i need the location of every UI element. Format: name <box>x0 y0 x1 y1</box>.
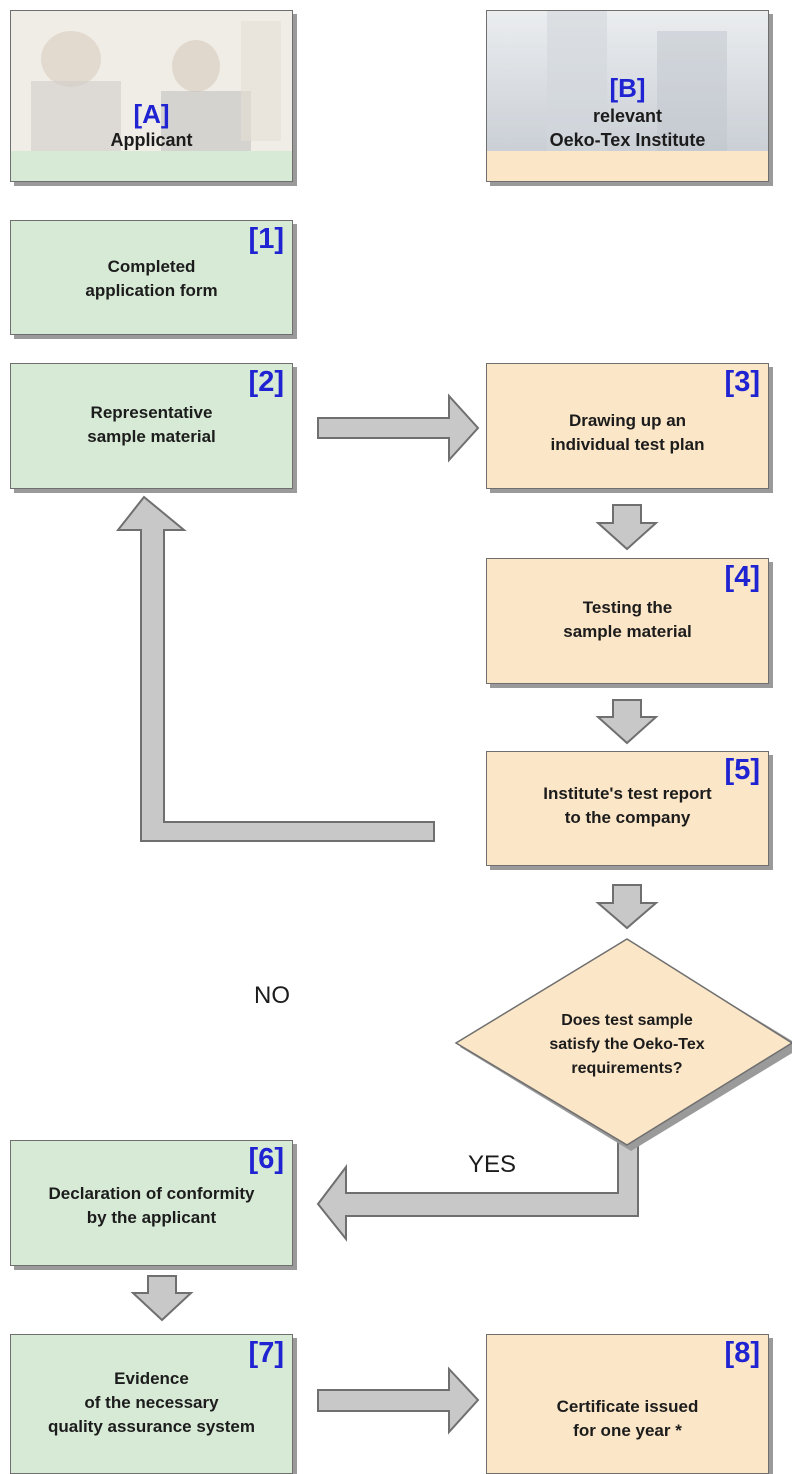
step-2-number: [2] <box>248 366 284 398</box>
step-3-box: [3] Drawing up an individual test plan <box>486 363 769 489</box>
step-5-number: [5] <box>724 754 760 786</box>
step-8-box: [8] Certificate issued for one year * <box>486 1334 769 1474</box>
step-2-line1: Representative <box>90 403 213 422</box>
institute-photo <box>487 11 768 151</box>
step-4-line1: Testing the <box>582 598 673 617</box>
step-4-line2: sample material <box>563 622 692 641</box>
step-8-line1: Certificate issued <box>556 1397 699 1416</box>
step-4-box: [4] Testing the sample material <box>486 558 769 684</box>
arrow-6-to-7 <box>130 1275 194 1322</box>
step-2-line2: sample material <box>87 427 216 446</box>
arrow-7-to-8 <box>317 1366 480 1435</box>
step-2-box: [2] Representative sample material <box>10 363 293 489</box>
arrow-3-to-4 <box>595 504 659 551</box>
step-3-line1: Drawing up an <box>568 411 687 430</box>
step-1-number: [1] <box>248 223 284 255</box>
applicant-header: [A] Applicant <box>10 10 293 182</box>
step-7-line3: quality assurance system <box>48 1417 255 1436</box>
decision-diamond <box>454 938 792 1146</box>
arrow-no-to-2 <box>115 495 435 842</box>
step-1-line2: application form <box>85 281 218 300</box>
institute-label-line2: Oeko-Tex Institute <box>549 130 706 150</box>
no-label: NO <box>254 982 290 1009</box>
decision-line1: Does test sample <box>561 1012 693 1029</box>
step-8-line2: for one year * <box>573 1421 682 1440</box>
applicant-photo <box>11 11 292 151</box>
step-1-box: [1] Completed application form <box>10 220 293 335</box>
institute-letter: [B] <box>609 73 646 103</box>
step-6-box: [6] Declaration of conformity by the app… <box>10 1140 293 1266</box>
step-5-line2: to the company <box>564 808 691 827</box>
step-7-line1: Evidence <box>114 1369 189 1388</box>
step-7-number: [7] <box>248 1337 284 1369</box>
step-3-number: [3] <box>724 366 760 398</box>
step-8-number: [8] <box>724 1337 760 1369</box>
step-5-box: [5] Institute's test report to the compa… <box>486 751 769 866</box>
step-6-line1: Declaration of conformity <box>48 1184 255 1203</box>
step-7-box: [7] Evidence of the necessary quality as… <box>10 1334 293 1474</box>
institute-label-line1: relevant <box>592 106 663 126</box>
applicant-label: Applicant <box>110 130 193 150</box>
applicant-letter: [A] <box>133 99 170 129</box>
step-5-line1: Institute's test report <box>543 784 712 803</box>
step-4-number: [4] <box>724 561 760 593</box>
institute-header: [B] relevant Oeko-Tex Institute <box>486 10 769 182</box>
arrow-5-to-decision <box>595 884 659 930</box>
yes-label: YES <box>468 1151 517 1178</box>
step-1-line1: Completed <box>107 257 196 276</box>
step-7-line2: of the necessary <box>84 1393 219 1412</box>
decision-line2: satisfy the Oeko-Tex <box>549 1036 705 1053</box>
step-6-line2: by the applicant <box>86 1208 217 1227</box>
decision-line3: requirements? <box>571 1060 683 1077</box>
arrow-4-to-5 <box>595 699 659 745</box>
step-3-line2: individual test plan <box>550 435 705 454</box>
step-6-number: [6] <box>248 1143 284 1175</box>
arrow-yes-to-6 <box>316 1123 639 1242</box>
arrow-2-to-3 <box>317 393 480 463</box>
decision-text: Does test sample satisfy the Oeko-Tex re… <box>452 1009 792 1081</box>
